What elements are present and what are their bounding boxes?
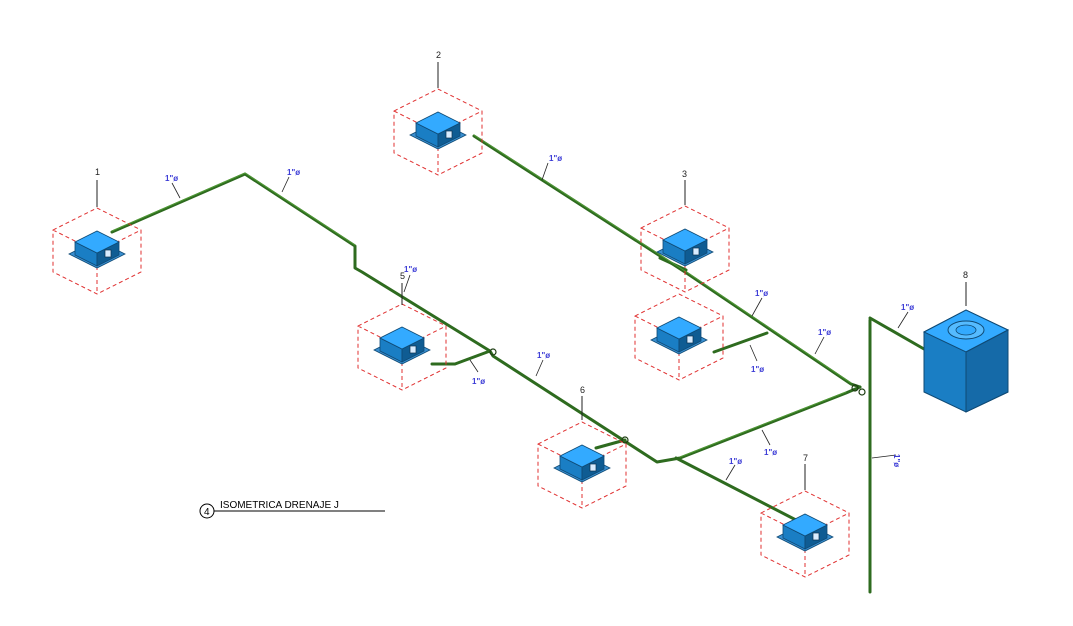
unit-control-panel-icon [686, 335, 694, 344]
unit-number-labels: 1 2 3 5 6 7 8 [95, 50, 968, 463]
tank-unit-8[interactable] [922, 309, 1010, 413]
fan-coil-unit-5[interactable] [357, 303, 447, 391]
pipe-size-label-3: 1"ø [549, 154, 562, 163]
unit-label-1: 1 [95, 167, 100, 177]
unit-top [559, 444, 605, 468]
pipe-run-unit1 [110, 172, 862, 464]
pipe-size-label-4: 1"ø [404, 265, 417, 274]
unit-top [415, 111, 461, 135]
unit-top [74, 230, 120, 254]
pipe-size-label-10: 1"ø [729, 457, 742, 466]
pipe-size-label-13: 1"ø [892, 454, 901, 467]
title-text: ISOMETRICA DRENAJE J [220, 500, 339, 511]
pipe-size-label-2: 1"ø [287, 168, 300, 177]
pipe-size-label-11: 1"ø [764, 448, 777, 457]
fan-coil-unit-3[interactable] [640, 205, 730, 293]
pipe-size-labels: 1"ø 1"ø 1"ø 1"ø 1"ø 1"ø 1"ø 1"ø 1"ø 1"ø … [165, 154, 914, 481]
unit-control-panel-icon [409, 345, 417, 354]
unit-label-3: 3 [682, 169, 687, 179]
unit-label-7: 7 [803, 453, 808, 463]
pipe-branch-unit4 [712, 331, 769, 354]
unit-top [782, 513, 828, 537]
pipe-branch-unit5 [430, 349, 492, 366]
pipe-run-unit8 [868, 316, 926, 351]
unit-label-2: 2 [436, 50, 441, 60]
pipe-size-label-1: 1"ø [165, 174, 178, 183]
unit-label-5: 5 [400, 271, 405, 281]
unit-top [662, 228, 708, 252]
unit-label-8: 8 [963, 270, 968, 280]
pipe-size-label-8: 1"ø [818, 328, 831, 337]
unit-label-6: 6 [580, 385, 585, 395]
units-layer [52, 88, 850, 578]
pipe-size-label-12: 1"ø [901, 303, 914, 312]
title-number: 4 [204, 507, 210, 518]
pipe-branch-unit7 [674, 456, 798, 522]
pipe-size-label-6: 1"ø [537, 351, 550, 360]
unit-top [379, 326, 425, 350]
fan-coil-unit-6[interactable] [537, 421, 627, 509]
unit-control-panel-icon [692, 247, 700, 256]
fan-coil-unit-2[interactable] [393, 88, 483, 176]
unit-control-panel-icon [589, 463, 597, 472]
fan-coil-unit-4[interactable] [634, 293, 724, 381]
pipe-size-label-5: 1"ø [472, 377, 485, 386]
unit-top [656, 316, 702, 340]
drawing-title: 4 ISOMETRICA DRENAJE J [199, 500, 385, 519]
unit-control-panel-icon [812, 532, 820, 541]
unit-control-panel-icon [445, 130, 453, 139]
unit-control-panel-icon [104, 249, 112, 258]
fan-coil-unit-1[interactable] [52, 207, 142, 295]
pipe-size-label-9: 1"ø [751, 365, 764, 374]
pipe-size-label-7: 1"ø [755, 289, 768, 298]
pipe-fittings [489, 348, 866, 444]
leader-lines [96, 62, 967, 490]
fan-coil-unit-7[interactable] [760, 490, 850, 578]
pipe-branch-unit3 [658, 256, 688, 272]
